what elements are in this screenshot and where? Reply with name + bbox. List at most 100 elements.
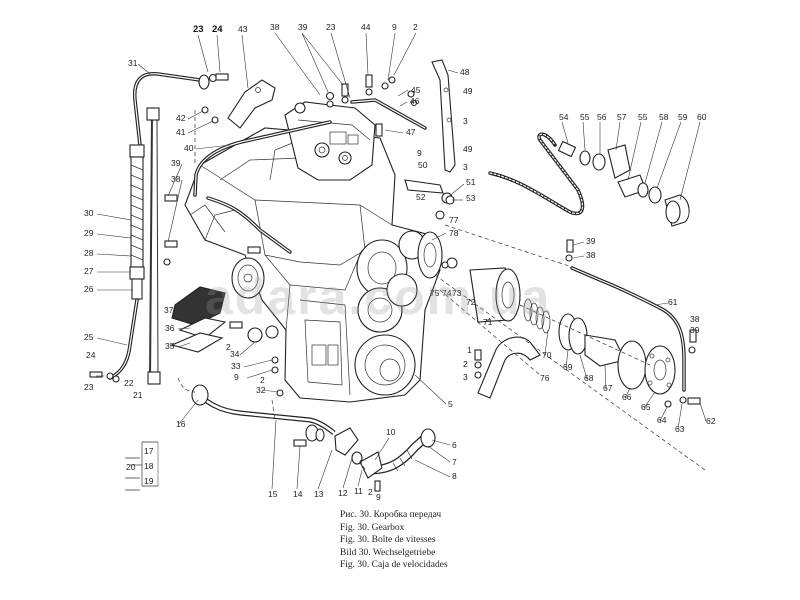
label-21: 21 bbox=[133, 390, 143, 400]
label-13: 13 bbox=[314, 489, 324, 499]
bracket-43 bbox=[227, 79, 276, 129]
label-74: 74 bbox=[442, 288, 452, 298]
caption-english: Fig. 30. Gearbox bbox=[340, 522, 405, 533]
label-50: 50 bbox=[418, 160, 428, 170]
label-9-bottom: 9 bbox=[376, 492, 381, 502]
pipe-40 bbox=[193, 120, 332, 197]
shaft-assembly bbox=[469, 267, 676, 395]
label-3-a: 3 bbox=[463, 116, 468, 126]
label-2-top: 2 bbox=[413, 22, 418, 32]
strap-clamp bbox=[477, 336, 541, 399]
cable-54 bbox=[488, 132, 585, 216]
label-20: 20 bbox=[126, 462, 136, 472]
label-41: 41 bbox=[176, 127, 186, 137]
label-2-right: 2 bbox=[463, 359, 468, 369]
label-61: 61 bbox=[668, 297, 678, 307]
label-70: 70 bbox=[542, 350, 552, 360]
figure-caption: Рис. 30. Коробка передач Fig. 30. Gearbo… bbox=[340, 509, 448, 572]
label-27: 27 bbox=[84, 266, 94, 276]
label-3-b: 3 bbox=[463, 162, 468, 172]
label-39-far: 39 bbox=[690, 325, 700, 335]
cable-21-22 bbox=[146, 107, 161, 385]
label-38-left: 38 bbox=[171, 174, 181, 184]
label-22: 22 bbox=[124, 378, 134, 388]
flange-78 bbox=[417, 231, 443, 279]
label-9-left: 9 bbox=[234, 372, 239, 382]
label-10: 10 bbox=[386, 427, 396, 437]
label-1: 1 bbox=[467, 345, 472, 355]
label-51: 51 bbox=[466, 177, 476, 187]
label-42: 42 bbox=[176, 113, 186, 123]
label-18: 18 bbox=[144, 461, 154, 471]
label-44: 44 bbox=[361, 22, 371, 32]
label-57: 57 bbox=[617, 112, 627, 122]
label-24-top: 24 bbox=[212, 24, 223, 35]
hose-31 bbox=[133, 71, 210, 147]
fasteners bbox=[89, 73, 701, 492]
label-67: 67 bbox=[603, 383, 613, 393]
label-55: 55 bbox=[580, 112, 590, 122]
leader-lines bbox=[96, 32, 707, 490]
gearbox-housing bbox=[184, 127, 441, 403]
rubber-mount bbox=[170, 286, 227, 353]
label-69: 69 bbox=[563, 362, 573, 372]
label-45: 45 bbox=[411, 85, 421, 95]
label-23-top: 23 bbox=[193, 24, 204, 35]
label-75: 75 bbox=[430, 288, 440, 298]
label-72: 72 bbox=[466, 297, 476, 307]
bottom-pipe bbox=[191, 384, 363, 465]
label-6: 6 bbox=[452, 440, 457, 450]
label-43: 43 bbox=[238, 24, 248, 34]
label-12: 12 bbox=[338, 488, 348, 498]
label-19: 19 bbox=[144, 476, 154, 486]
label-54: 54 bbox=[559, 112, 569, 122]
label-64: 64 bbox=[657, 415, 667, 425]
label-77: 77 bbox=[449, 215, 459, 225]
label-60: 60 bbox=[697, 112, 707, 122]
label-52: 52 bbox=[416, 192, 426, 202]
label-31: 31 bbox=[128, 58, 138, 68]
label-38-top: 38 bbox=[270, 22, 280, 32]
label-63: 63 bbox=[675, 424, 685, 434]
label-36: 36 bbox=[165, 323, 175, 333]
label-34: 34 bbox=[230, 349, 240, 359]
label-5: 5 bbox=[448, 399, 453, 409]
label-30: 30 bbox=[84, 208, 94, 218]
caption-french: Fig. 30. Boîte de vitesses bbox=[340, 535, 436, 546]
front-gear-covers bbox=[354, 230, 426, 396]
label-58: 58 bbox=[659, 112, 669, 122]
label-39-top: 39 bbox=[298, 22, 308, 32]
label-2-bottom: 2 bbox=[368, 487, 373, 497]
elbow-pipe bbox=[359, 428, 436, 479]
label-17: 17 bbox=[144, 446, 154, 456]
label-78: 78 bbox=[449, 228, 459, 238]
label-37: 37 bbox=[164, 305, 174, 315]
pipe-center bbox=[206, 196, 292, 254]
label-24-bottom: 24 bbox=[86, 350, 96, 360]
label-33: 33 bbox=[231, 361, 241, 371]
label-53: 53 bbox=[466, 193, 476, 203]
label-62: 62 bbox=[706, 416, 716, 426]
label-25: 25 bbox=[84, 332, 94, 342]
label-15: 15 bbox=[268, 489, 278, 499]
label-8: 8 bbox=[452, 471, 457, 481]
part-labels: 23 24 43 38 39 23 44 9 2 48 49 45 46 3 4… bbox=[84, 22, 716, 502]
hose-61 bbox=[570, 266, 686, 392]
assembly-lines bbox=[177, 110, 706, 471]
label-35: 35 bbox=[165, 341, 175, 351]
bracket-48 bbox=[431, 59, 456, 173]
label-46: 46 bbox=[410, 96, 420, 106]
label-39-left: 39 bbox=[171, 158, 181, 168]
caption-russian: Рис. 30. Коробка передач bbox=[340, 510, 442, 520]
group-bracket-17-19 bbox=[125, 441, 159, 491]
label-2-left: 2 bbox=[260, 375, 265, 385]
label-66: 66 bbox=[622, 392, 632, 402]
top-valve-block bbox=[284, 101, 376, 181]
label-55b: 55 bbox=[638, 112, 648, 122]
hose-30 bbox=[129, 144, 145, 300]
lever-51 bbox=[404, 179, 453, 204]
label-76: 76 bbox=[540, 373, 550, 383]
label-32: 32 bbox=[256, 385, 266, 395]
label-7: 7 bbox=[452, 457, 457, 467]
